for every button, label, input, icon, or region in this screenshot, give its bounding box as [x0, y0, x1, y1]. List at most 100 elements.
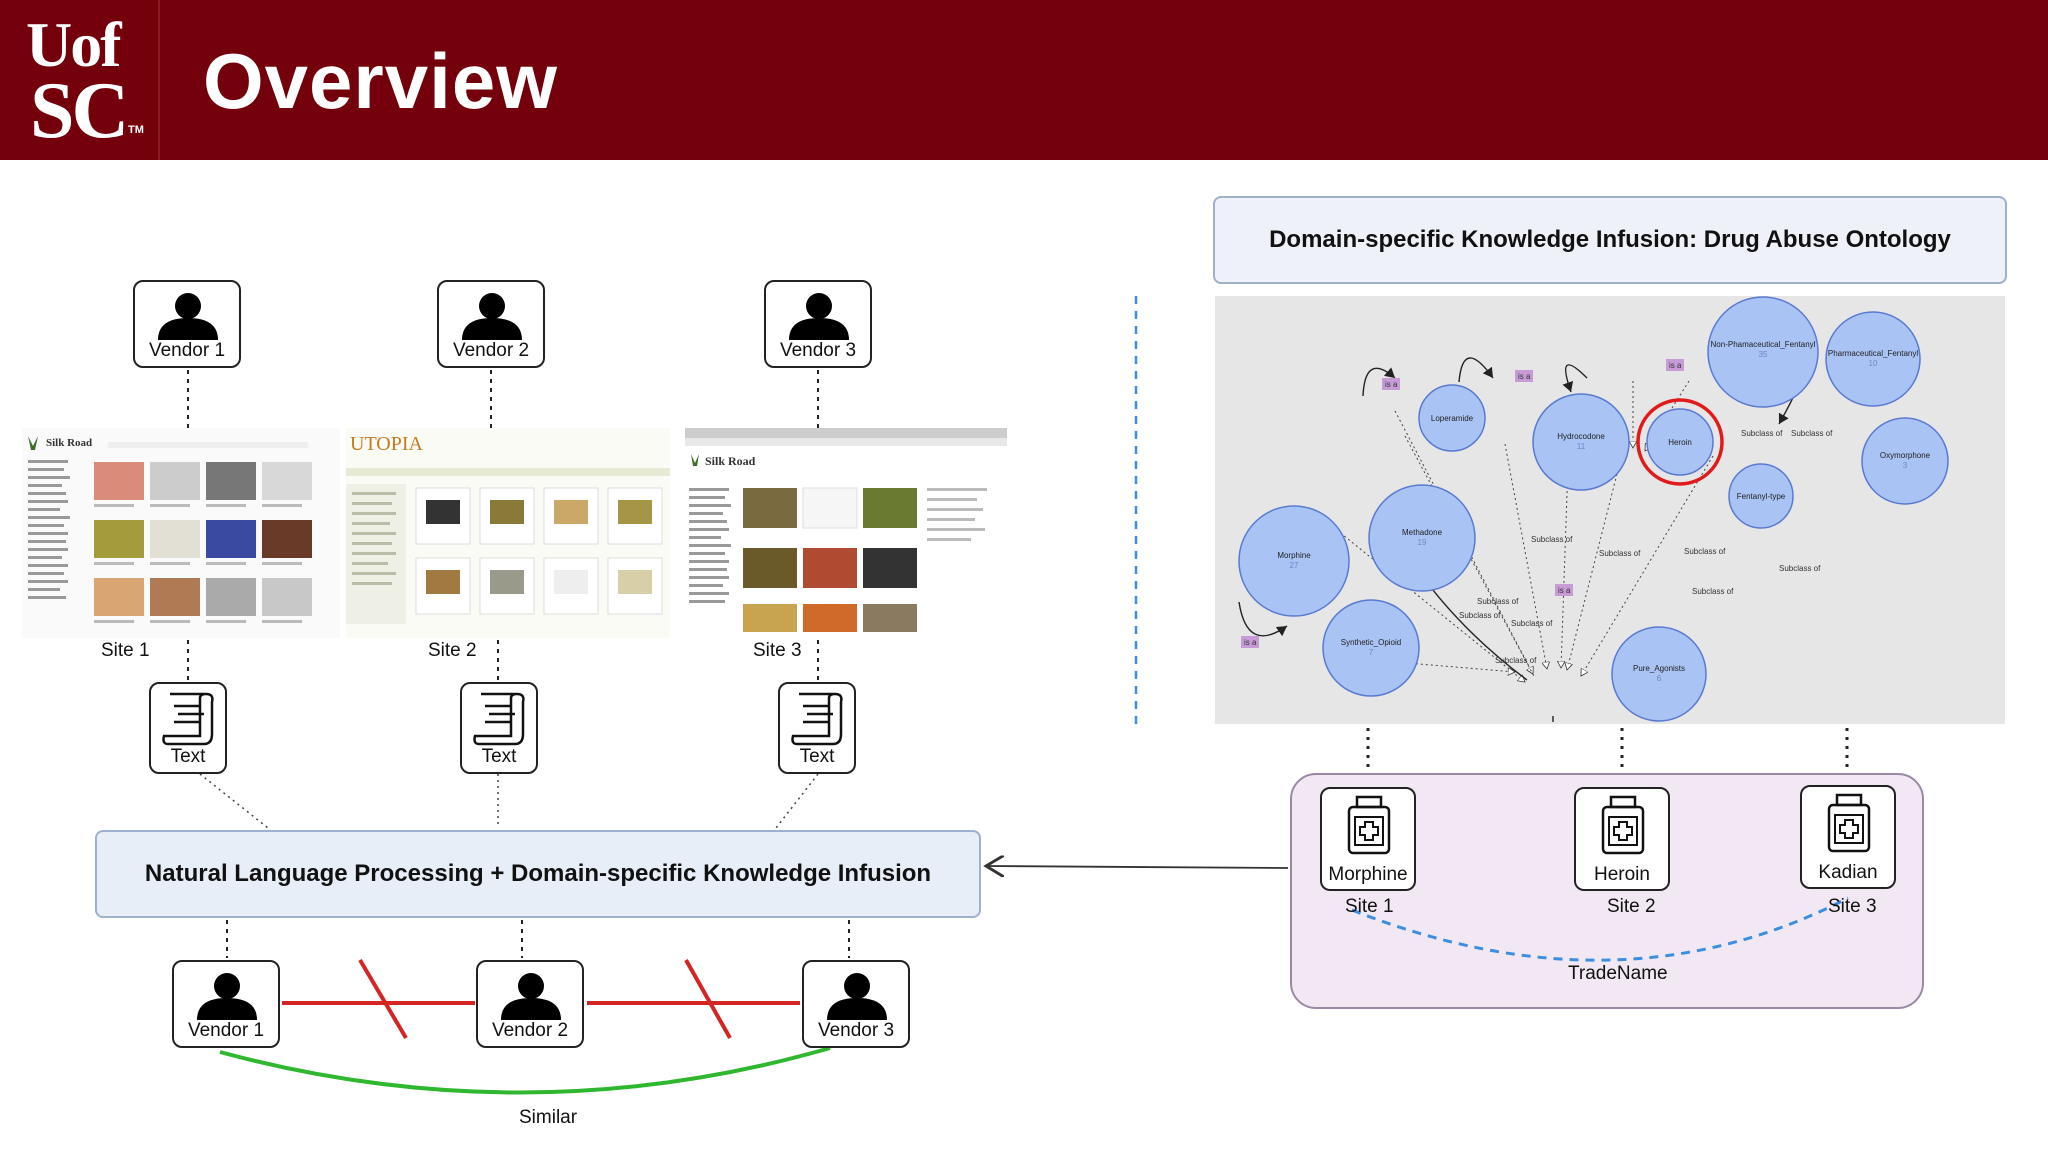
- drug-site-label: Site 2: [1607, 896, 1656, 917]
- tradename-to-nlp-arrow: [986, 866, 1289, 868]
- text-doc-2: Text: [460, 682, 538, 774]
- text3-nlp-link: [775, 773, 819, 829]
- node-count: 35: [1759, 350, 1768, 359]
- node-non-pharmaceutical-fentanyl: [1707, 296, 1819, 408]
- medicine-bottle-icon: [1347, 795, 1391, 855]
- node-label: Pure_Agonists: [1633, 664, 1685, 673]
- site-1-logo-text: Silk Road: [46, 437, 92, 449]
- node-label: Loperamide: [1431, 414, 1474, 423]
- site-1-label: Site 1: [101, 640, 150, 661]
- uofsc-logo: Uof SC TM: [0, 0, 160, 160]
- silk-road-page-thumbnail: Silk Road: [685, 428, 1007, 638]
- scroll-document-icon: [473, 692, 525, 746]
- subclass-edge-label: Subclass of: [1741, 429, 1783, 438]
- utopia-page-thumbnail: UTOPIA: [346, 428, 670, 638]
- person-icon: [789, 293, 849, 340]
- edge-loop-heroin: [1562, 364, 1588, 393]
- node-label: Synthetic_Opioid: [1341, 638, 1401, 647]
- node-count: 3: [1903, 461, 1908, 470]
- node-morphine: [1238, 505, 1350, 617]
- node-count: 11: [1577, 442, 1586, 451]
- vendor1-vendor2-cross: [358, 958, 408, 1040]
- is-a-tag-label: is a: [1558, 586, 1571, 595]
- vendor-3-bottom: Vendor 3: [802, 960, 910, 1048]
- is-a-tag-label: is a: [1518, 372, 1531, 381]
- subclass-edge-label: Subclass of: [1791, 429, 1833, 438]
- site-2-screenshot: UTOPIA: [346, 428, 670, 638]
- logo-text-sc: SC: [30, 67, 129, 155]
- drug-label: Morphine: [1328, 864, 1408, 885]
- subclass-edge-label: Subclass of: [1495, 656, 1537, 665]
- vendor-label: Vendor 2: [491, 1020, 569, 1041]
- logo-text-uof: Uof: [26, 9, 122, 80]
- person-icon: [501, 973, 561, 1020]
- tradename-label: TradeName: [1568, 963, 1668, 984]
- vendor-2-bottom: Vendor 2: [476, 960, 584, 1048]
- text-doc-label: Text: [799, 746, 835, 767]
- node-hydrocodone: [1532, 393, 1630, 491]
- site-2-logo-text: UTOPIA: [350, 433, 424, 455]
- drug-label: Heroin: [1594, 864, 1650, 885]
- node-loperamide: [1418, 384, 1486, 452]
- node-heroin: [1646, 408, 1714, 476]
- edge-loop-hydrocodone: [1458, 357, 1494, 383]
- vendor-1-top: Vendor 1: [133, 280, 241, 368]
- vendor-label: Vendor 3: [817, 1020, 895, 1041]
- scroll-document-icon: [162, 692, 214, 746]
- subclass-edge-label: Subclass of: [1531, 535, 1573, 544]
- nlp-knowledge-infusion-box: Natural Language Processing + Domain-spe…: [95, 830, 981, 918]
- node-synthetic-opioid: [1322, 599, 1420, 697]
- ontology-title-box: Domain-specific Knowledge Infusion: Drug…: [1213, 196, 2007, 284]
- slide-title: Overview: [203, 37, 558, 125]
- node-count: 10: [1869, 359, 1878, 368]
- text-doc-3: Text: [778, 682, 856, 774]
- person-icon: [197, 973, 257, 1020]
- medicine-bottle-icon: [1827, 793, 1871, 853]
- node-count: 27: [1290, 561, 1299, 570]
- heroin-highlight-ring: [1636, 398, 1724, 486]
- vendor-label: Vendor 1: [187, 1020, 265, 1041]
- edge-heroin-pure: [1561, 435, 1570, 668]
- node-pharmaceutical-fentanyl: [1825, 311, 1921, 407]
- node-pure-agonists: [1611, 626, 1707, 722]
- subclass-edge-label: Subclass of: [1684, 547, 1726, 556]
- vendor-2-top: Vendor 2: [437, 280, 545, 368]
- node-count: 19: [1418, 538, 1427, 547]
- edge-methadone-pure: [1404, 435, 1536, 679]
- subclass-edge-label: Subclass of: [1459, 611, 1501, 620]
- vendor2-vendor3-cross: [684, 959, 732, 1039]
- node-label: Oxymorphone: [1880, 451, 1931, 460]
- edge-loop-loperamide: [1362, 367, 1396, 397]
- node-fentanyl-type: [1728, 463, 1794, 529]
- drug-label: Kadian: [1818, 862, 1878, 883]
- logo-trademark: TM: [128, 124, 144, 136]
- subclass-edge-label: Subclass of: [1477, 597, 1519, 606]
- node-label: Heroin: [1668, 438, 1692, 447]
- edge-loop-morphine: [1238, 601, 1288, 637]
- site-1-screenshot: Silk Road: [22, 428, 340, 638]
- drug-abuse-ontology-graph: is a is a is a is a is a is a Subclass o…: [1215, 296, 2005, 724]
- node-methadone: [1368, 484, 1476, 592]
- vendor-3-top: Vendor 3: [764, 280, 872, 368]
- site-3-label: Site 3: [753, 640, 802, 661]
- node-label: Non-Phamaceutical_Fentanyl: [1711, 340, 1816, 349]
- subclass-edge-label: Subclass of: [1692, 587, 1734, 596]
- is-a-tag-label: is a: [1669, 361, 1682, 370]
- vendor-label: Vendor 2: [452, 340, 530, 361]
- node-label: Methadone: [1402, 528, 1443, 537]
- node-oxymorphone: [1861, 417, 1949, 505]
- drug-heroin: Heroin: [1574, 787, 1670, 891]
- drug-kadian: Kadian: [1800, 785, 1896, 889]
- site-3-logo-text: Silk Road: [705, 454, 756, 468]
- text-doc-1: Text: [149, 682, 227, 774]
- drug-morphine: Morphine: [1320, 787, 1416, 891]
- node-label: Fentanyl-type: [1737, 492, 1786, 501]
- node-count: 7: [1369, 648, 1374, 657]
- drug-site-label: Site 3: [1828, 896, 1877, 917]
- edge-fentanyl-pure: [1567, 473, 1618, 670]
- vendor-label: Vendor 3: [779, 340, 857, 361]
- scroll-document-icon: [791, 692, 843, 746]
- node-label: Pharmaceutical_Fentanyl: [1828, 349, 1918, 358]
- person-icon: [158, 293, 218, 340]
- medicine-bottle-icon: [1601, 795, 1645, 855]
